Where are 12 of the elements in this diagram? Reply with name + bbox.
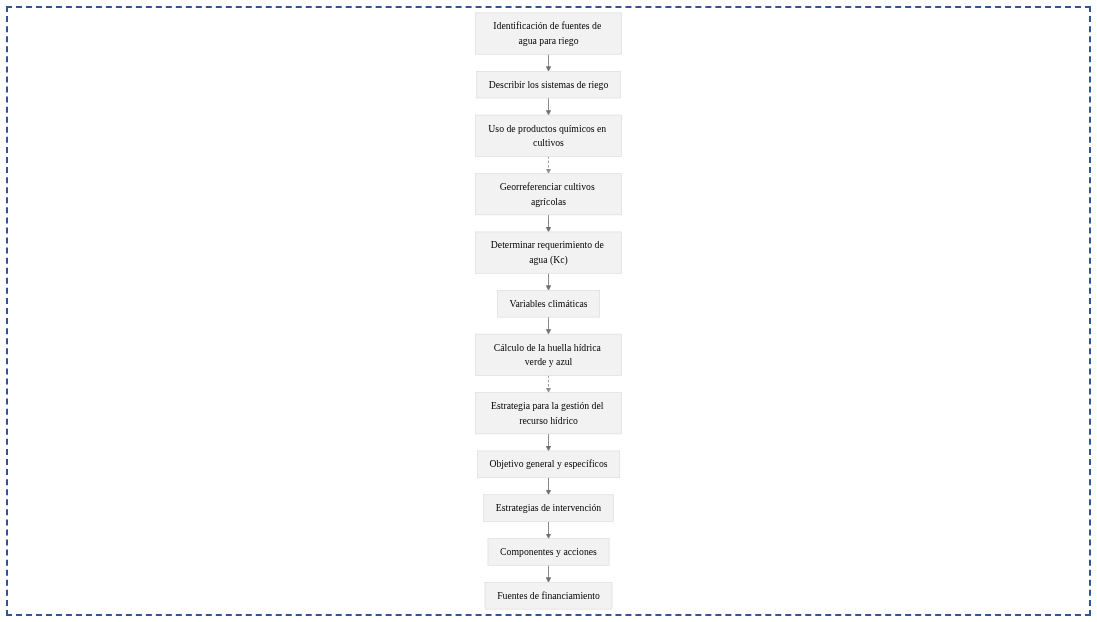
node-box: Determinar requerimiento de agua (Kc): [475, 231, 622, 274]
node-box: Describir los sistemas de riego: [476, 70, 621, 99]
node-box: Variables climáticas: [496, 290, 601, 318]
node-box: Georreferenciar cultivos agrícolas: [475, 173, 622, 216]
node-box: Cálculo de la huella hídrica verde y azul: [475, 333, 622, 376]
node-box: Identificación de fuentes de agua para riego: [475, 12, 622, 55]
node-box: Uso de productos químicos en cultivos: [475, 114, 622, 157]
node-box: Estrategias de intervención: [483, 494, 614, 522]
node-box: Componentes y acciones: [487, 538, 610, 566]
node-box: Objetivo general y específicos: [476, 450, 621, 478]
node-box: Estrategia para la gestión del recurso hídrico: [475, 392, 622, 435]
node-box: Fuentes de financiamiento: [484, 582, 613, 610]
